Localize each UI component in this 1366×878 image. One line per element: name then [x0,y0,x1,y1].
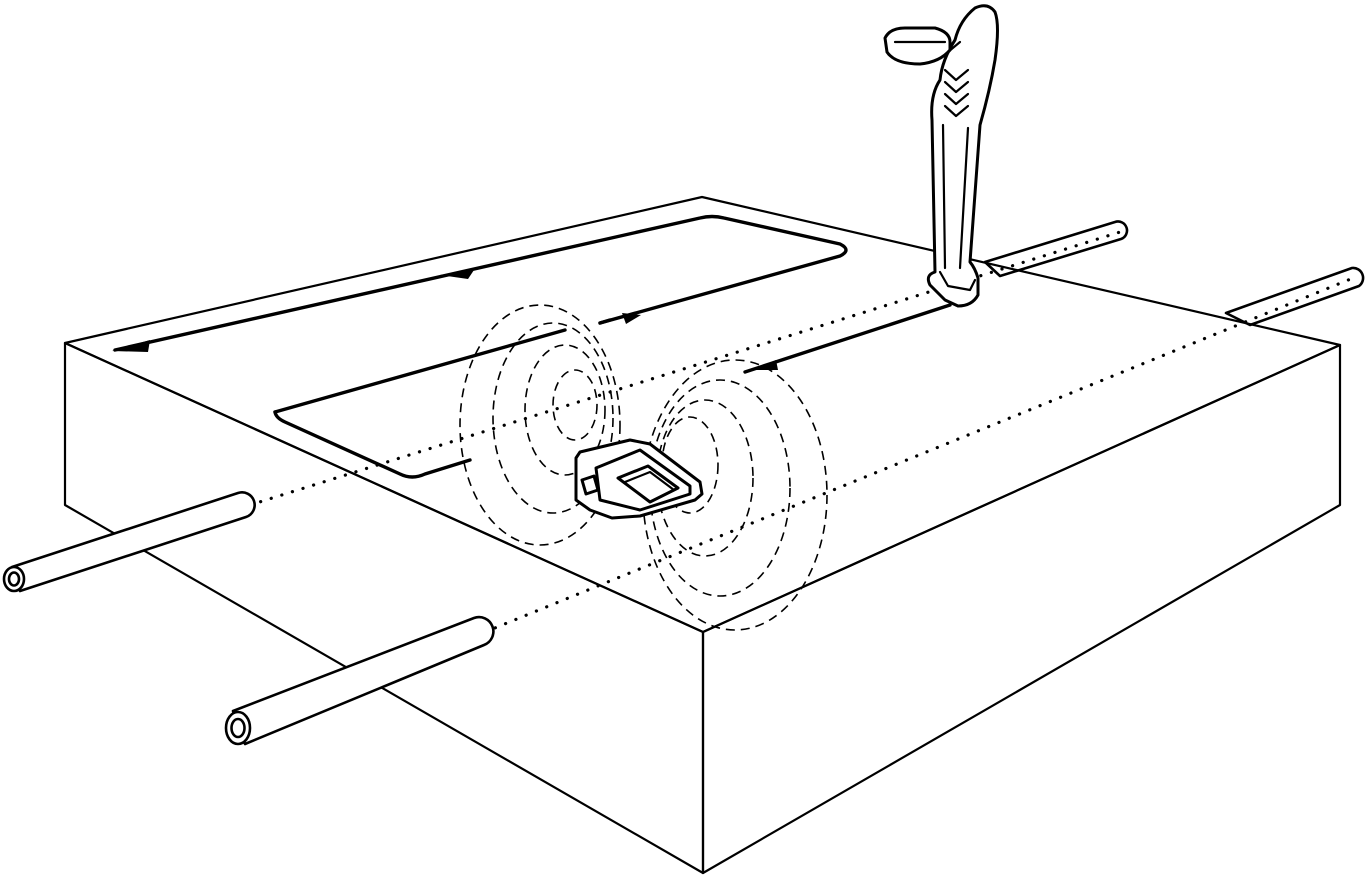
transmitter [574,438,704,520]
slab [63,195,1342,875]
signal-loop [112,214,952,479]
receiver-chevrons [943,68,970,118]
loop-arrow-1 [440,270,474,279]
loop-arrow-3 [622,313,641,324]
far-pipe-right-upper [983,220,1129,278]
far-pipe-right-lower [1224,266,1365,327]
slab-top-face [63,195,1342,634]
buried-pipe-paths [248,230,1360,634]
loop-arrow-4 [752,360,778,370]
locator-receiver [883,4,999,308]
front-pipe-middle [224,615,495,746]
slab-left-face [63,341,705,875]
slab-right-face [701,343,1342,875]
front-pipe-left [2,491,256,593]
loop-arrow-2 [112,340,150,352]
